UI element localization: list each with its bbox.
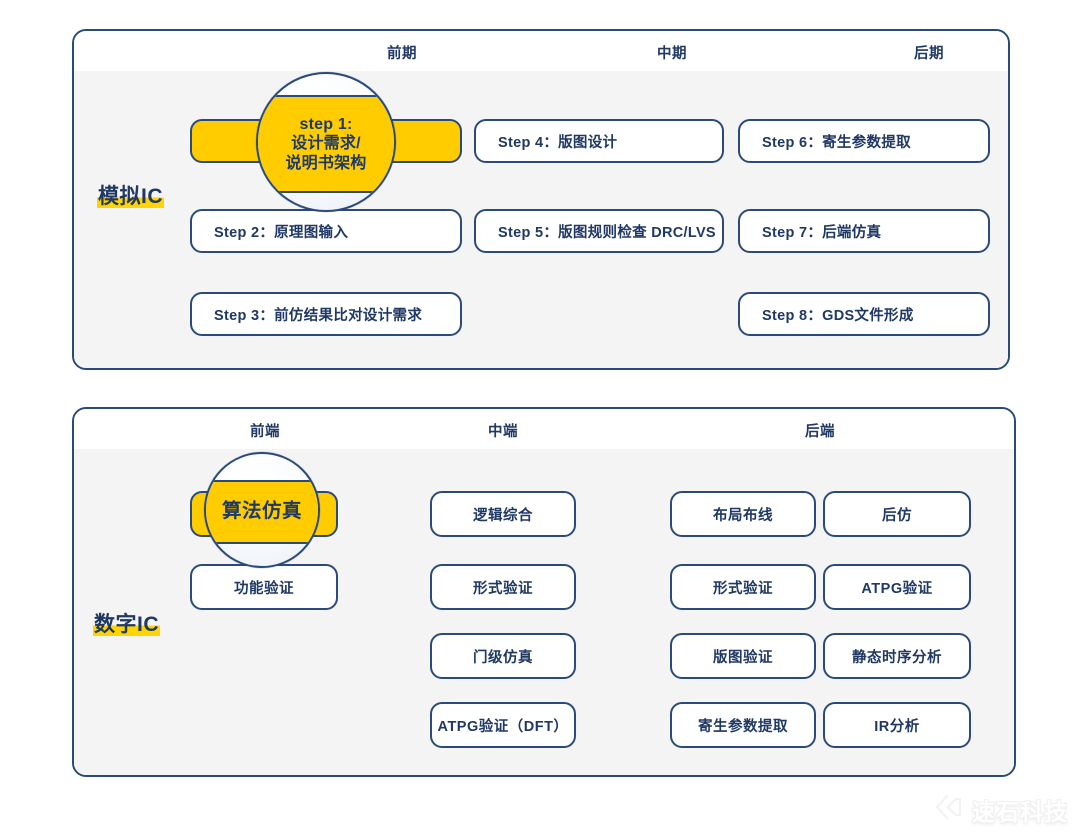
analog-step-6-box[interactable]: Step 6：寄生参数提取 [738, 119, 990, 163]
digital-front-func-verify-box[interactable]: 功能验证 [190, 564, 338, 610]
digital-column-head-front: 前端 [250, 424, 280, 440]
digital-mid-box-1[interactable]: 逻辑综合 [430, 491, 576, 537]
digital-ic-section-label: 数字IC [93, 613, 160, 636]
analog-step-5-box[interactable]: Step 5：版图规则检查 DRC/LVS [474, 209, 724, 253]
algorithm-simulation-magnifier-lens[interactable]: 算法仿真 [204, 452, 320, 568]
digital-panel-header: 前端 中端 后端 [74, 409, 1014, 451]
digital-back-b-box-1[interactable]: 后仿 [823, 491, 971, 537]
analog-column-head-late: 后期 [914, 46, 944, 62]
algo-lens-content: 算法仿真 [206, 480, 318, 544]
digital-back-b-box-3[interactable]: 静态时序分析 [823, 633, 971, 679]
digital-back-a-box-3[interactable]: 版图验证 [670, 633, 816, 679]
analog-step-8-box[interactable]: Step 8：GDS文件形成 [738, 292, 990, 336]
digital-column-head-back: 后端 [805, 424, 835, 440]
step1-line-2: 设计需求/ [291, 135, 361, 153]
analog-step-3-box[interactable]: Step 3：前仿结果比对设计需求 [190, 292, 462, 336]
analog-step-7-box[interactable]: Step 7：后端仿真 [738, 209, 990, 253]
step1-line-1: step 1: [299, 115, 353, 133]
watermark: 速石科技 [934, 792, 1068, 827]
digital-back-a-box-4[interactable]: 寄生参数提取 [670, 702, 816, 748]
step1-line-3: 说明书架构 [285, 154, 367, 172]
digital-back-a-box-2[interactable]: 形式验证 [670, 564, 816, 610]
analog-column-head-middle: 中期 [657, 46, 687, 62]
digital-column-head-mid: 中端 [488, 424, 518, 440]
digital-back-a-box-1[interactable]: 布局布线 [670, 491, 816, 537]
digital-mid-box-3[interactable]: 门级仿真 [430, 633, 576, 679]
analog-step-2-box[interactable]: Step 2：原理图输入 [190, 209, 462, 253]
digital-back-b-box-4[interactable]: IR分析 [823, 702, 971, 748]
step1-magnifier-lens[interactable]: step 1: 设计需求/ 说明书架构 [256, 72, 396, 212]
digital-mid-box-2[interactable]: 形式验证 [430, 564, 576, 610]
analog-panel-header: 前期 中期 后期 [74, 31, 1008, 73]
digital-mid-box-4[interactable]: ATPG验证（DFT） [430, 702, 576, 748]
diamond-chevron-logo-icon [934, 792, 964, 827]
algo-lens-label: 算法仿真 [221, 500, 302, 523]
watermark-text: 速石科技 [972, 798, 1068, 825]
analog-step-4-box[interactable]: Step 4：版图设计 [474, 119, 724, 163]
analog-ic-section-label: 模拟IC [97, 185, 164, 208]
step1-lens-content: step 1: 设计需求/ 说明书架构 [258, 95, 394, 193]
analog-column-head-early: 前期 [387, 46, 417, 62]
digital-back-b-box-2[interactable]: ATPG验证 [823, 564, 971, 610]
